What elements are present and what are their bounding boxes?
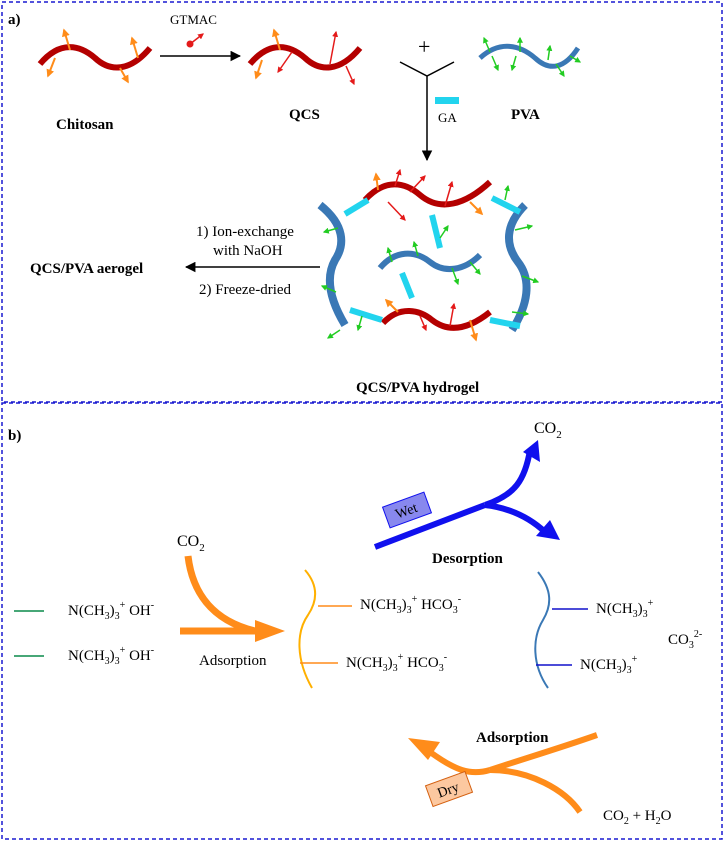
co2-h2o-label: CO2 + H2O (603, 808, 672, 827)
wet-desorption-arrow (373, 440, 560, 550)
ga-label: GA (438, 110, 457, 125)
hco3-group-2: N(CH3)3+ HCO3- (346, 652, 447, 674)
panel-b-label: b) (8, 428, 21, 444)
co2-released-label: CO2 (534, 420, 562, 441)
step2-text: 2) Freeze-dried (199, 282, 292, 298)
pva-chain (478, 36, 582, 77)
co2-in-label: CO2 (177, 533, 205, 554)
adsorption-left-label: Adsorption (199, 653, 267, 669)
crosslink-junction (399, 61, 455, 160)
chitosan-label: Chitosan (56, 117, 114, 133)
hco3-chain (298, 569, 317, 689)
svg-text:Dry: Dry (436, 780, 462, 802)
oh-group-1: N(CH3)3+ OH- (68, 600, 154, 622)
gtmac-label: GTMAC (170, 12, 217, 27)
ga-crosslinker-icon (435, 97, 459, 104)
carbonate-chain (534, 571, 551, 689)
chitosan-chain (37, 28, 153, 84)
panel-a-label: a) (8, 12, 21, 28)
n-group-1: N(CH3)3+ (596, 598, 654, 620)
wet-tag: Wet (381, 491, 433, 529)
svg-text:Wet: Wet (394, 501, 420, 523)
step1-line2: with NaOH (213, 243, 283, 259)
hydrogel-label: QCS/PVA hydrogel (356, 380, 479, 396)
hydrogel-network (317, 168, 540, 342)
desorption-label: Desorption (432, 551, 503, 567)
gtmac-reagent-icon (186, 33, 204, 48)
panel-a-border (1, 1, 723, 403)
carbonate-ion: CO32- (668, 629, 702, 651)
dry-tag: Dry (424, 770, 474, 808)
adsorption-bottom-label: Adsorption (476, 730, 549, 746)
qcs-label: QCS (289, 107, 320, 123)
oh-group-2: N(CH3)3+ OH- (68, 645, 154, 667)
hco3-group-1: N(CH3)3+ HCO3- (360, 594, 461, 616)
aerogel-label: QCS/PVA aerogel (30, 261, 143, 277)
pva-label: PVA (511, 107, 540, 123)
plus-sign: + (418, 34, 430, 59)
adsorption-arrow-left (180, 555, 285, 642)
n-group-2: N(CH3)3+ (580, 654, 638, 676)
panel-b-border (1, 402, 723, 840)
dry-adsorption-arrow (408, 732, 598, 814)
step1-line1: 1) Ion-exchange (196, 224, 294, 240)
qcs-chain (247, 28, 363, 86)
